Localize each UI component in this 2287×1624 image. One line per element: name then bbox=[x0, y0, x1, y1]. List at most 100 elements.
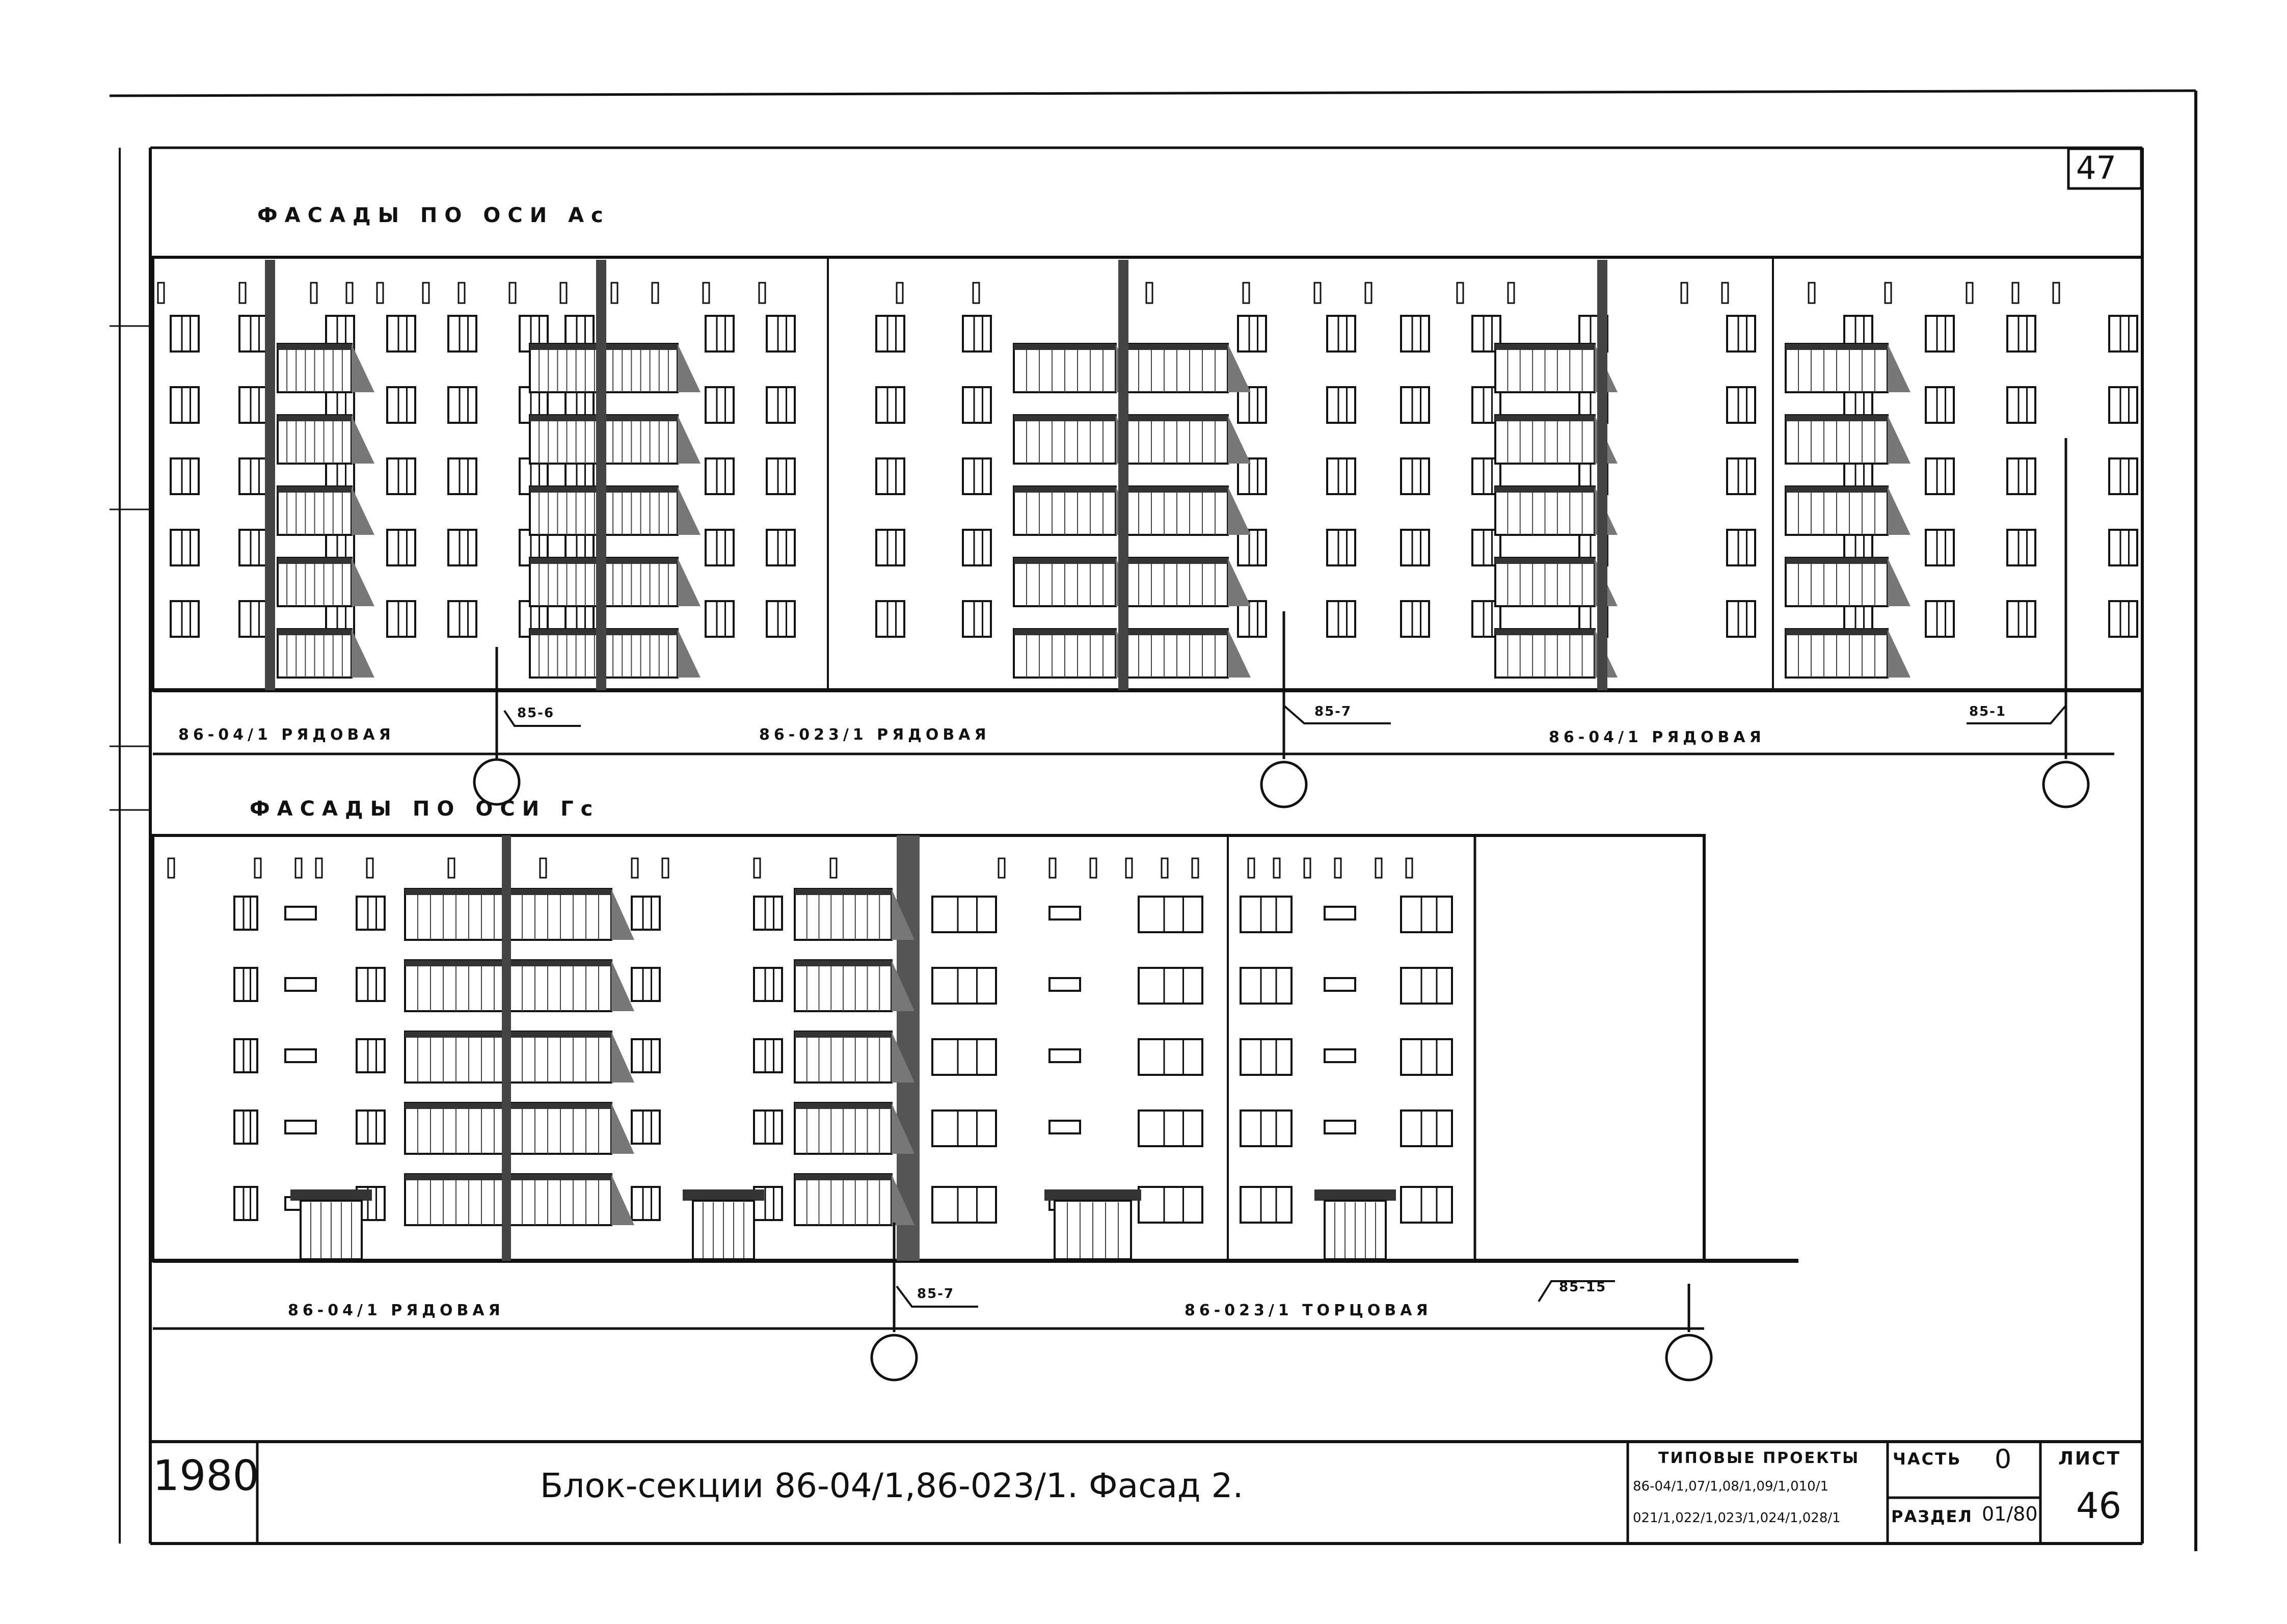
window-frame bbox=[2108, 457, 2138, 495]
attic-vent bbox=[1048, 857, 1057, 879]
window-frame bbox=[753, 896, 783, 931]
balcony-slab bbox=[1495, 486, 1595, 493]
window bbox=[1237, 386, 1267, 424]
balcony-shadow bbox=[678, 558, 701, 606]
attic-vent bbox=[2052, 282, 2060, 304]
top-joint-label-1: 85-6 bbox=[517, 706, 555, 721]
axis-bubble bbox=[1260, 761, 1308, 808]
balcony-shadow bbox=[1888, 558, 1911, 606]
window bbox=[1400, 386, 1430, 424]
top-view-title: ФАСАДЫ ПО ОСИ Ас bbox=[257, 204, 610, 227]
top-section-label-3: 86-04/1 РЯДОВАЯ bbox=[1549, 728, 1765, 746]
stair-shaft bbox=[1118, 260, 1128, 690]
small-window bbox=[284, 1120, 317, 1134]
entrance bbox=[1314, 1189, 1396, 1260]
top-attic-vents bbox=[157, 282, 2060, 304]
attic-vent bbox=[1161, 857, 1169, 879]
balcony-slab bbox=[1126, 486, 1228, 493]
balcony bbox=[508, 888, 634, 941]
window-frame bbox=[705, 315, 735, 353]
window bbox=[356, 967, 386, 1002]
window bbox=[705, 529, 735, 566]
window bbox=[1925, 457, 1955, 495]
balcony-shadow bbox=[611, 1032, 634, 1082]
attic-vent bbox=[1375, 857, 1383, 879]
small-window bbox=[1048, 1048, 1081, 1063]
window bbox=[2006, 529, 2036, 566]
attic-vent bbox=[1145, 282, 1153, 304]
balcony bbox=[603, 343, 701, 393]
balcony bbox=[794, 1031, 914, 1084]
balcony-slab bbox=[509, 1174, 611, 1180]
entrance-canopy bbox=[683, 1189, 764, 1201]
window bbox=[1237, 600, 1267, 638]
window-frame bbox=[1400, 600, 1430, 638]
bottom-window-grid bbox=[233, 896, 1453, 1224]
window bbox=[233, 1109, 258, 1145]
window-frame bbox=[238, 600, 268, 638]
entrance bbox=[1044, 1189, 1141, 1260]
attic-vent bbox=[422, 282, 430, 304]
title-block-year: 1980 bbox=[153, 1452, 259, 1500]
window-frame bbox=[931, 967, 997, 1005]
window bbox=[766, 386, 796, 424]
small-window bbox=[284, 906, 317, 921]
window-frame bbox=[386, 457, 416, 495]
window-frame bbox=[1726, 600, 1756, 638]
balcony bbox=[404, 959, 530, 1012]
window bbox=[1138, 967, 1203, 1005]
attic-vent bbox=[1242, 282, 1250, 304]
window bbox=[2108, 529, 2138, 566]
balcony-shadow bbox=[611, 960, 634, 1011]
part-label: ЧАСТЬ bbox=[1893, 1449, 1962, 1469]
window bbox=[1726, 529, 1756, 566]
attic-vent bbox=[376, 282, 384, 304]
attic-vent bbox=[1089, 857, 1097, 879]
small-window bbox=[1324, 1120, 1356, 1134]
window-frame bbox=[1925, 386, 1955, 424]
top-joint-label-3: 85-1 bbox=[1969, 704, 2007, 719]
window-frame bbox=[2006, 315, 2036, 353]
window-frame bbox=[2108, 315, 2138, 353]
section-value: 01/80 bbox=[1982, 1503, 2038, 1525]
balcony-slab bbox=[1786, 558, 1888, 564]
balcony bbox=[1785, 485, 1911, 536]
window-frame bbox=[386, 600, 416, 638]
window-frame bbox=[170, 386, 200, 424]
window bbox=[1240, 896, 1293, 933]
window-frame bbox=[170, 457, 200, 495]
window bbox=[2108, 600, 2138, 638]
balcony-shadow bbox=[611, 1174, 634, 1225]
attic-vent bbox=[661, 857, 669, 879]
window-frame bbox=[1240, 1109, 1293, 1147]
balcony-shadow bbox=[678, 344, 701, 392]
sheet-number-top: 47 bbox=[2076, 149, 2116, 186]
window-frame bbox=[447, 457, 477, 495]
window-frame bbox=[705, 386, 735, 424]
window-frame bbox=[766, 529, 796, 566]
window bbox=[962, 315, 992, 353]
window-frame bbox=[631, 967, 661, 1002]
balcony-slab bbox=[604, 558, 678, 564]
window-frame bbox=[356, 1038, 386, 1073]
window bbox=[1400, 600, 1430, 638]
small-window bbox=[1324, 1048, 1356, 1063]
window bbox=[705, 386, 735, 424]
sheet-label: ЛИСТ bbox=[2058, 1448, 2121, 1469]
window-frame bbox=[1400, 1038, 1453, 1076]
attic-vent bbox=[167, 857, 175, 879]
window-frame bbox=[1400, 529, 1430, 566]
balcony-shadow bbox=[352, 344, 374, 392]
balcony bbox=[1013, 628, 1139, 679]
window-frame bbox=[1726, 457, 1756, 495]
stair-shaft bbox=[1597, 260, 1607, 690]
window bbox=[1326, 529, 1356, 566]
balcony-shadow bbox=[352, 629, 374, 678]
window-frame bbox=[233, 967, 258, 1002]
window-frame bbox=[1326, 529, 1356, 566]
window bbox=[1925, 315, 1955, 353]
window bbox=[386, 315, 416, 353]
window bbox=[1726, 600, 1756, 638]
window-frame bbox=[1400, 315, 1430, 353]
balcony-slab bbox=[1014, 558, 1116, 564]
